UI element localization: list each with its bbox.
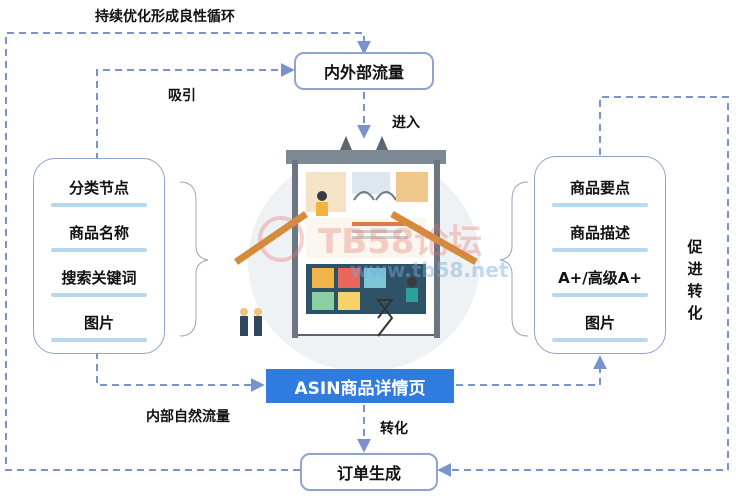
watermark-logo-icon xyxy=(258,216,304,262)
natural-traffic-line xyxy=(96,352,265,392)
order-box: 订单生成 xyxy=(300,453,438,491)
listing-traffic-panel: 分类节点 商品名称 搜索关键词 图片 xyxy=(33,158,165,354)
storefront-illustration xyxy=(234,136,480,372)
panel-item: 商品描述 xyxy=(535,222,665,252)
panel-item: 搜索关键词 xyxy=(34,267,164,297)
asin-detail-page-box: ASIN商品详情页 xyxy=(266,369,454,403)
natural-traffic-label: 内部自然流量 xyxy=(146,409,230,425)
promote-line xyxy=(437,96,729,477)
top-loop-label: 持续优化形成良性循环 xyxy=(95,9,235,25)
convert-label: 转化 xyxy=(380,421,408,437)
enter-label: 进入 xyxy=(392,115,420,131)
panel-item: 图片 xyxy=(535,312,665,342)
attract-line xyxy=(96,63,295,160)
panel-item: 商品要点 xyxy=(535,177,665,207)
panel-item: A+/高级A+ xyxy=(535,267,665,297)
panel-item: 商品名称 xyxy=(34,222,164,252)
traffic-box: 内外部流量 xyxy=(294,52,434,90)
panel-item: 分类节点 xyxy=(34,177,164,207)
promote-label: 促 进 转 化 xyxy=(687,238,703,322)
asin-to-right-line xyxy=(456,355,607,386)
watermark-url: www.tb58.net xyxy=(350,258,509,282)
right-bracket xyxy=(499,181,529,337)
watermark-text: TB58论坛 xyxy=(318,222,483,262)
loop-line xyxy=(5,32,371,471)
attract-label: 吸引 xyxy=(168,88,196,104)
left-bracket xyxy=(179,181,209,337)
panel-item: 图片 xyxy=(34,312,164,342)
listing-conversion-panel: 商品要点 商品描述 A+/高级A+ 图片 xyxy=(534,156,666,354)
